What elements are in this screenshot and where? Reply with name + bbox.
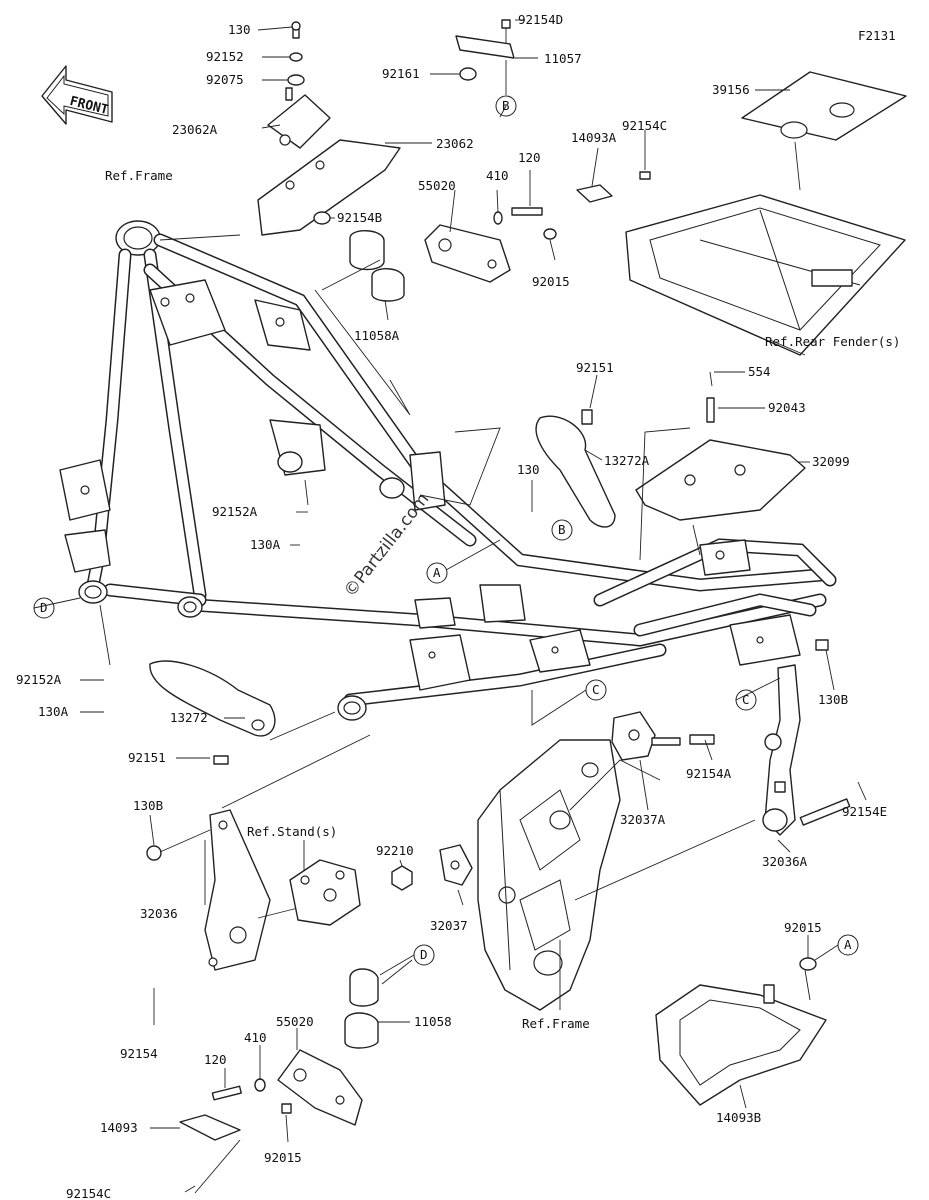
front-arrow: FRONT <box>41 65 113 125</box>
label-130-top: 130 <box>228 22 251 37</box>
callout-b-top-letter: B <box>502 98 510 113</box>
label-130A-left: 130A <box>38 704 69 719</box>
label-11058A: 11058A <box>354 328 400 343</box>
rear-fender-tray <box>625 71 907 356</box>
label-410-bot: 410 <box>244 1030 267 1045</box>
plate-11057 <box>455 19 515 95</box>
label-ref-stand: Ref.Stand(s) <box>247 824 337 839</box>
label-32036A: 32036A <box>762 854 808 869</box>
callout-c-mid-letter: C <box>592 682 600 697</box>
callout-b-mid-letter: B <box>558 522 566 537</box>
label-11058: 11058 <box>414 1014 452 1029</box>
label-55020-top: 55020 <box>418 178 456 193</box>
label-13272: 13272 <box>170 710 208 725</box>
label-32099: 32099 <box>812 454 850 469</box>
center-bracket-ref-frame <box>477 739 756 1011</box>
label-23062: 23062 <box>436 136 474 151</box>
label-92152A-mid: 92152A <box>212 504 258 519</box>
label-92154C-bot: 92154C <box>66 1186 111 1200</box>
callout-d-bottom: D <box>413 944 435 966</box>
bracket-32099 <box>635 371 806 561</box>
label-120-bot: 120 <box>204 1052 227 1067</box>
label-92154D: 92154D <box>518 12 563 27</box>
label-32037A: 32037A <box>620 812 666 827</box>
callout-c-mid: C <box>585 679 607 701</box>
label-92154B: 92154B <box>337 210 382 225</box>
callout-circles: B A B D C C D A <box>33 95 859 976</box>
label-92161: 92161 <box>382 66 420 81</box>
callout-c-right: C <box>735 689 757 711</box>
label-32036: 32036 <box>140 906 178 921</box>
label-92043: 92043 <box>768 400 806 415</box>
slider-assembly-bottom <box>179 959 413 1193</box>
label-ref-rear-fender: Ref.Rear Fender(s) <box>765 334 900 349</box>
label-120-top: 120 <box>518 150 541 165</box>
main-frame <box>59 220 837 721</box>
leader-lines <box>80 19 867 1194</box>
label-14093: 14093 <box>100 1120 138 1135</box>
label-14093A: 14093A <box>571 130 617 145</box>
label-92015-right: 92015 <box>784 920 822 935</box>
label-13272A: 13272A <box>604 453 650 468</box>
label-11057: 11057 <box>544 51 582 66</box>
label-92075: 92075 <box>206 72 244 87</box>
label-554: 554 <box>748 364 771 379</box>
watermark: ©Partzilla.com <box>340 490 433 601</box>
label-55020-bot: 55020 <box>276 1014 314 1029</box>
label-92154: 92154 <box>120 1046 158 1061</box>
label-23062A: 23062A <box>172 122 218 137</box>
label-130B-right: 130B <box>818 692 848 707</box>
label-92154C-top: 92154C <box>622 118 667 133</box>
callout-c-right-letter: C <box>742 692 750 707</box>
label-92015-top: 92015 <box>532 274 570 289</box>
plate-13272 <box>149 660 336 765</box>
label-92152-top: 92152 <box>206 49 244 64</box>
figure-code: F2131 <box>858 28 896 43</box>
callout-a-mid-letter: A <box>433 565 441 580</box>
slider-assembly-top <box>314 171 651 416</box>
lower-guard-14093B <box>655 957 827 1106</box>
plate-32036 <box>146 734 371 971</box>
label-130B-left: 130B <box>133 798 163 813</box>
callout-a-mid: A <box>426 562 448 584</box>
callout-d-left-letter: D <box>40 600 48 615</box>
label-410-top: 410 <box>486 168 509 183</box>
label-92152A-left: 92152A <box>16 672 62 687</box>
stand-bracket <box>289 859 361 926</box>
label-92151-top: 92151 <box>576 360 614 375</box>
callout-a-bottom: A <box>837 934 859 956</box>
label-ref-frame-bot: Ref.Frame <box>522 1016 590 1031</box>
label-92210: 92210 <box>376 843 414 858</box>
label-32037: 32037 <box>430 918 468 933</box>
label-92154E: 92154E <box>842 804 887 819</box>
label-ref-frame-top: Ref.Frame <box>105 168 173 183</box>
callout-b-mid: B <box>551 519 573 541</box>
bracket-23062 <box>159 21 401 241</box>
label-92154A: 92154A <box>686 766 732 781</box>
label-92151-left: 92151 <box>128 750 166 765</box>
label-130-mid: 130 <box>517 462 540 477</box>
plate-13272A <box>419 409 616 528</box>
plate-32036A <box>762 639 851 836</box>
label-14093B: 14093B <box>716 1110 761 1125</box>
callout-a-bottom-letter: A <box>844 937 852 952</box>
plate-32037 <box>391 711 715 891</box>
callout-d-bottom-letter: D <box>420 947 428 962</box>
label-92015-bot: 92015 <box>264 1150 302 1165</box>
part-labels: 130 92152 92075 23062A 23062 92154D 1105… <box>16 12 900 1200</box>
callout-d-left: D <box>33 597 55 619</box>
label-39156: 39156 <box>712 82 750 97</box>
label-130A-mid: 130A <box>250 537 281 552</box>
